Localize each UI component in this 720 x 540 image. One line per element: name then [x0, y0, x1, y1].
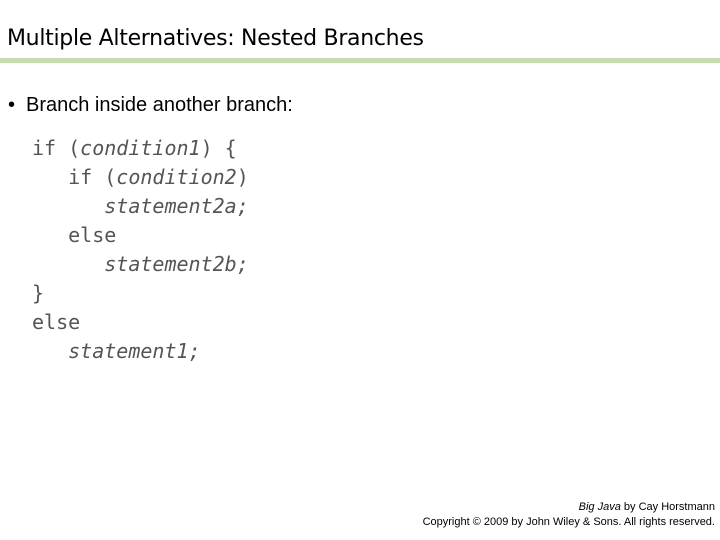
code-punctuation: ;: [188, 339, 201, 363]
code-punctuation: ): [236, 165, 249, 189]
code-punctuation: ;: [236, 252, 249, 276]
code-line-7: else: [32, 308, 249, 337]
code-statement: statement1: [68, 339, 189, 363]
code-keyword: else: [68, 223, 117, 247]
code-punctuation: }: [32, 281, 45, 305]
code-keyword: else: [32, 310, 81, 334]
bullet-icon: •: [8, 94, 16, 116]
bullet-text: Branch inside another branch:: [26, 94, 293, 116]
code-block: if (condition1) { if (condition2) statem…: [32, 134, 249, 366]
code-indent: [32, 223, 68, 247]
code-line-3: statement2a;: [32, 192, 249, 221]
code-keyword: if (: [32, 136, 81, 160]
slide-title: Multiple Alternatives: Nested Branches: [7, 26, 424, 51]
code-line-1: if (condition1) {: [32, 134, 249, 163]
footer-copyright: Copyright © 2009 by John Wiley & Sons. A…: [422, 516, 715, 528]
bullet-item: • Branch inside another branch:: [8, 94, 293, 117]
code-indent: [32, 339, 68, 363]
code-punctuation: ;: [236, 194, 249, 218]
code-indent: [32, 165, 68, 189]
code-line-5: statement2b;: [32, 250, 249, 279]
code-variable: condition2: [116, 165, 237, 189]
code-keyword: if (: [68, 165, 117, 189]
code-statement: statement2b: [104, 252, 237, 276]
code-indent: [32, 252, 104, 276]
code-line-8: statement1;: [32, 337, 249, 366]
book-author: by Cay Horstmann: [620, 501, 715, 513]
code-indent: [32, 194, 104, 218]
footer-credits: Big Java by Cay Horstmann Copyright © 20…: [423, 500, 715, 530]
code-line-4: else: [32, 221, 249, 250]
code-statement: statement2a: [104, 194, 237, 218]
title-divider: [0, 58, 720, 63]
code-variable: condition1: [80, 136, 201, 160]
footer-book-line: Big Java by Cay Horstmann: [423, 500, 715, 515]
code-line-2: if (condition2): [32, 163, 249, 192]
code-line-6: }: [32, 279, 249, 308]
book-title: Big Java: [578, 501, 621, 513]
code-punctuation: ) {: [200, 136, 237, 160]
